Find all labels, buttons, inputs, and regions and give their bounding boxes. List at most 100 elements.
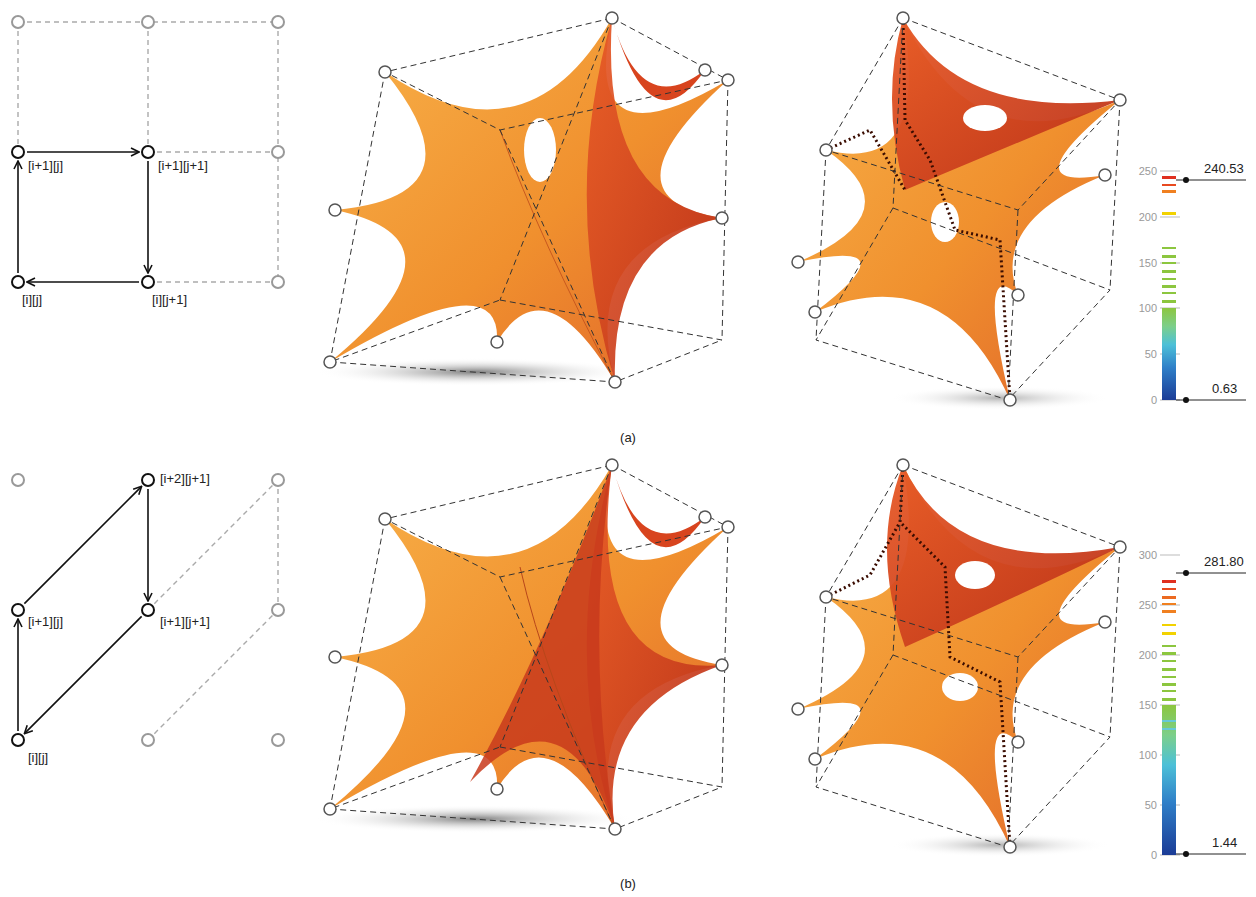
- grid-point: [272, 146, 284, 158]
- wireframe-cube: [330, 465, 728, 829]
- vertex-point: [722, 74, 734, 86]
- scale-tick-value: 250: [1139, 165, 1157, 178]
- vertex-point: [1012, 289, 1024, 301]
- minimal-surface: [330, 18, 728, 382]
- index-label: [i][j+1]: [152, 292, 187, 307]
- minimal-surface: [826, 465, 1010, 847]
- color-scale: [1183, 397, 1189, 403]
- vertex-point: [699, 64, 711, 76]
- scale-tick: [1162, 300, 1176, 303]
- index-label: [i+1][j+1]: [158, 158, 208, 173]
- color-scale: [1162, 603, 1176, 605]
- color-scale: [1162, 184, 1176, 186]
- scale-tick-value: 300: [1139, 549, 1157, 562]
- vertex-point: [716, 659, 728, 671]
- vertex-point: [324, 459, 734, 835]
- grid-lattice: [18, 22, 278, 282]
- scale-tick: [1162, 285, 1176, 288]
- grid-point: [i+1][j+1]: [141, 603, 155, 617]
- vertex-point: [329, 204, 341, 216]
- scale-tick-value: 200: [1139, 649, 1157, 662]
- scale-tick-value: 200: [1139, 211, 1157, 224]
- vertex-point: [606, 459, 618, 471]
- vertex-point: [820, 144, 832, 156]
- vertex-point: [792, 703, 804, 715]
- scale-tick: [1162, 255, 1176, 258]
- vertex-point: [792, 256, 804, 268]
- minimal-surface: [520, 567, 615, 829]
- grid-point: [272, 276, 284, 288]
- color-scale: [1160, 555, 1246, 857]
- index-label: [i][j]: [22, 292, 42, 307]
- color-scale: [1162, 580, 1176, 583]
- color-scale: [1162, 190, 1176, 193]
- color-scale: [1162, 176, 1176, 179]
- scale-tick: [1162, 292, 1176, 294]
- color-scale: [1176, 180, 1246, 400]
- scale-tick: [1162, 247, 1176, 303]
- minimal-surface: [798, 18, 1120, 410]
- grid-point: [142, 16, 154, 28]
- vertex-point: [809, 306, 821, 318]
- grid-point: [i][j]: [11, 733, 25, 747]
- vertex-point: [379, 513, 391, 525]
- wireframe-cube: [330, 18, 728, 382]
- color-scale: [1162, 212, 1176, 215]
- vertex-point: [792, 459, 1126, 853]
- wireframe-cube: [792, 459, 1126, 853]
- index-label: [i+2][j+1]: [160, 471, 210, 486]
- vertex-point: [716, 212, 728, 224]
- grid-point: [12, 16, 24, 28]
- scale-tick-value: 100: [1139, 302, 1157, 315]
- minimal-surface: [798, 18, 1120, 400]
- scale-tick: [1162, 720, 1176, 722]
- vertex-point: [792, 12, 1126, 406]
- scale-tick-value: 150: [1139, 699, 1157, 712]
- vertex-point: [1012, 736, 1024, 748]
- grid-point: [272, 734, 284, 746]
- scale-tick-value: 100: [1139, 749, 1157, 762]
- vertex-point: [897, 459, 909, 471]
- wireframe-cube: [324, 459, 734, 835]
- color-scale: [1162, 624, 1176, 626]
- vertex-point: [609, 376, 621, 388]
- wireframe-cube: [324, 12, 734, 388]
- scale-tick: [1162, 668, 1176, 671]
- minimal-surface: [826, 18, 1010, 400]
- grid-arrow: [147, 489, 149, 601]
- grid-point: [272, 604, 284, 616]
- minimal-surface: [963, 105, 1007, 131]
- minimal-surface: [887, 465, 1120, 647]
- grid-point: [12, 474, 24, 486]
- scale-tick: [1162, 690, 1176, 692]
- grid-point: [12, 16, 284, 288]
- scale-tick: [1162, 698, 1176, 701]
- vertex-point: [722, 521, 734, 533]
- scale-tick-value: 0: [1151, 394, 1157, 407]
- vertex-point: [1114, 541, 1126, 553]
- grid-point: [i+2][j+1]: [141, 473, 155, 487]
- vertex-point: [324, 803, 336, 815]
- max-value: 281.80: [1204, 555, 1244, 570]
- index-label: [i+1][j+1]: [160, 614, 210, 629]
- color-scale: [1162, 705, 1176, 855]
- grid-arrow: [24, 486, 141, 603]
- vertex-point: [820, 591, 832, 603]
- vertex-point: [699, 511, 711, 523]
- vertex-point: [897, 12, 909, 24]
- minimal-surface: [955, 561, 995, 589]
- vertex-point: [1099, 616, 1111, 628]
- color-scale: [1160, 171, 1246, 403]
- color-scale: [1160, 555, 1180, 855]
- vertex-point: [491, 336, 503, 348]
- grid-arrow: [17, 619, 19, 731]
- minimal-surface: [612, 465, 705, 547]
- scale-tick: [1162, 278, 1176, 280]
- scale-tick: [1162, 247, 1176, 249]
- grid-lattice: [12, 16, 284, 288]
- color-scale: [1183, 851, 1189, 857]
